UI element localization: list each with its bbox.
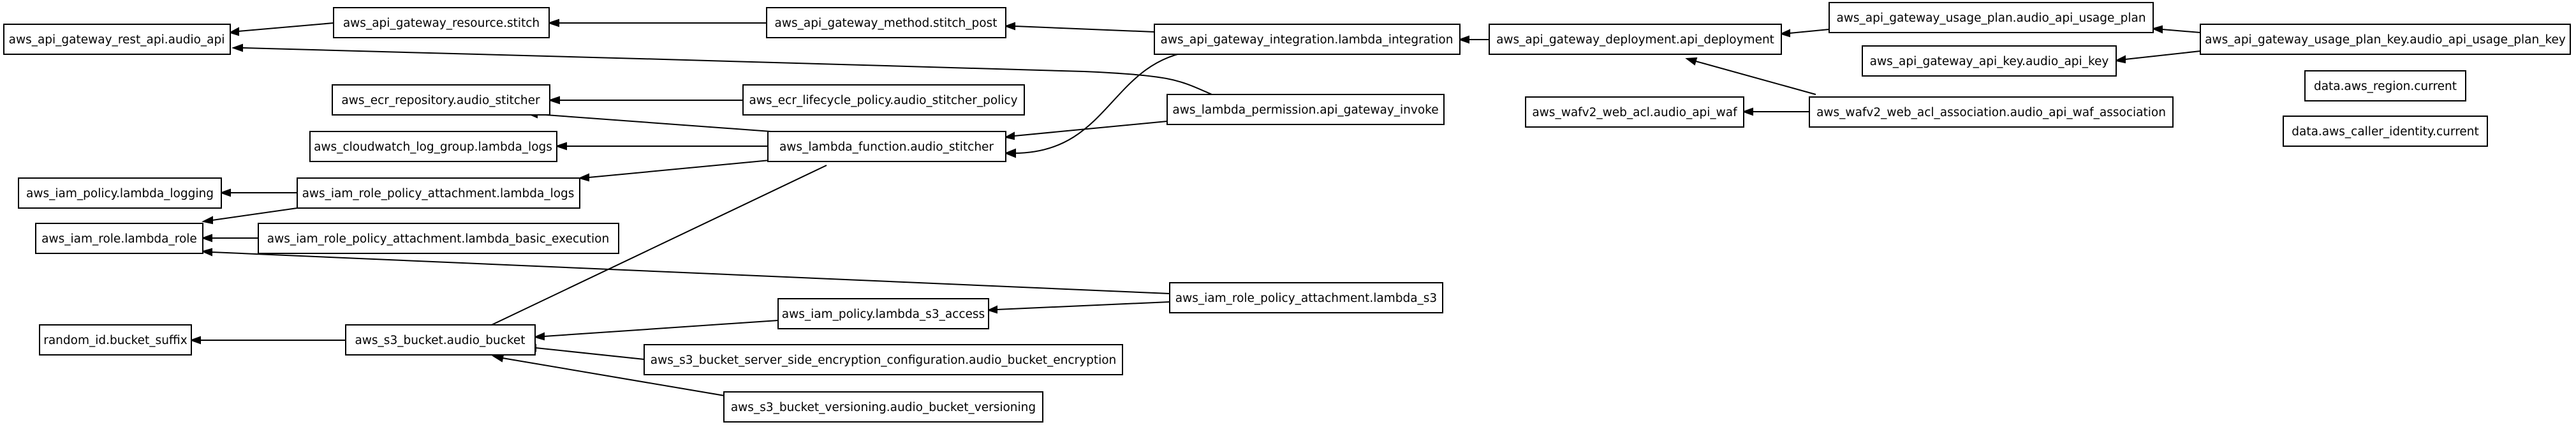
edge-s3-bucket-to-random-id xyxy=(189,336,346,345)
node-api-gateway-usage-plan-key: aws_api_gateway_usage_plan_key.audio_api… xyxy=(2200,24,2571,55)
node-api-gateway-method-label: aws_api_gateway_method.stitch_post xyxy=(775,17,997,30)
edge-lambda-permission-to-rest-api xyxy=(232,43,1212,95)
node-api-gateway-deployment-label: aws_api_gateway_deployment.api_deploymen… xyxy=(1496,33,1774,47)
node-data-aws-caller-identity: data.aws_caller_identity.current xyxy=(2283,116,2488,147)
node-wafv2-web-acl-association: aws_wafv2_web_acl_association.audio_api_… xyxy=(1809,96,2174,128)
node-lambda-permission-label: aws_lambda_permission.api_gateway_invoke xyxy=(1172,103,1438,117)
node-api-gateway-deployment: aws_api_gateway_deployment.api_deploymen… xyxy=(1489,24,1782,55)
node-api-gateway-usage-plan: aws_api_gateway_usage_plan.audio_api_usa… xyxy=(1829,2,2154,33)
node-cloudwatch-log-group-label: aws_cloudwatch_log_group.lambda_logs xyxy=(314,140,552,154)
node-s3-bucket-audio-bucket-label: aws_s3_bucket.audio_bucket xyxy=(355,334,525,347)
edge-role-policy-attachment-basic-to-role xyxy=(201,234,258,243)
edge-deployment-to-integration xyxy=(1458,35,1489,44)
node-api-gateway-resource: aws_api_gateway_resource.stitch xyxy=(333,7,550,38)
node-iam-policy-lambda-s3-access-label: aws_iam_policy.lambda_s3_access xyxy=(782,308,985,321)
node-api-gateway-usage-plan-label: aws_api_gateway_usage_plan.audio_api_usa… xyxy=(1836,11,2145,25)
edges xyxy=(189,19,2201,398)
node-iam-policy-lambda-logging-label: aws_iam_policy.lambda_logging xyxy=(26,187,214,200)
node-wafv2-web-acl-label: aws_wafv2_web_acl.audio_api_waf xyxy=(1532,106,1737,119)
node-s3-bucket-encryption-configuration: aws_s3_bucket_server_side_encryption_con… xyxy=(644,344,1123,375)
edge-resource-to-rest-api xyxy=(228,22,334,36)
node-data-aws-caller-identity-label: data.aws_caller_identity.current xyxy=(2292,125,2479,139)
node-api-gateway-resource-label: aws_api_gateway_resource.stitch xyxy=(343,17,540,30)
edge-role-policy-attachment-logs-to-logging-policy xyxy=(219,188,297,197)
node-s3-bucket-versioning: aws_s3_bucket_versioning.audio_bucket_ve… xyxy=(723,391,1043,423)
node-data-aws-region-label: data.aws_region.current xyxy=(2314,80,2457,93)
edge-s3-encryption-to-s3-bucket xyxy=(525,343,645,360)
node-api-gateway-api-key-label: aws_api_gateway_api_key.audio_api_key xyxy=(1870,55,2109,68)
edge-usage-plan-key-to-api-key xyxy=(2114,50,2201,64)
node-ecr-lifecycle-policy-label: aws_ecr_lifecycle_policy.audio_stitcher_… xyxy=(749,94,1017,107)
node-lambda-function-label: aws_lambda_function.audio_stitcher xyxy=(779,140,994,154)
node-iam-role-lambda-role-label: aws_iam_role.lambda_role xyxy=(41,232,197,246)
nodes: aws_api_gateway_rest_api.audio_api aws_a… xyxy=(3,2,2571,423)
node-iam-role-policy-attachment-basic-execution: aws_iam_role_policy_attachment.lambda_ba… xyxy=(258,223,619,254)
node-random-id-bucket-suffix: random_id.bucket_suffix xyxy=(39,324,192,356)
edge-role-policy-attachment-s3-to-s3-access-policy xyxy=(987,301,1170,314)
node-s3-bucket-versioning-label: aws_s3_bucket_versioning.audio_bucket_ve… xyxy=(731,401,1036,414)
node-data-aws-region: data.aws_region.current xyxy=(2304,70,2466,101)
node-s3-bucket-encryption-configuration-label: aws_s3_bucket_server_side_encryption_con… xyxy=(651,354,1117,367)
edge-s3-access-policy-to-s3-bucket xyxy=(533,320,779,341)
node-rest-api-label: aws_api_gateway_rest_api.audio_api xyxy=(9,33,225,47)
edge-waf-association-to-deployment xyxy=(1685,57,1816,95)
node-iam-role-policy-attachment-lambda-s3-label: aws_iam_role_policy_attachment.lambda_s3 xyxy=(1175,292,1437,305)
edge-usage-plan-key-to-usage-plan xyxy=(2151,25,2201,34)
node-rest-api: aws_api_gateway_rest_api.audio_api xyxy=(3,24,231,55)
node-random-id-bucket-suffix-label: random_id.bucket_suffix xyxy=(43,334,188,347)
node-ecr-repository-label: aws_ecr_repository.audio_stitcher xyxy=(341,94,540,107)
node-iam-policy-lambda-logging: aws_iam_policy.lambda_logging xyxy=(18,177,222,209)
node-api-gateway-integration: aws_api_gateway_integration.lambda_integ… xyxy=(1154,24,1461,55)
edge-usage-plan-to-deployment xyxy=(1779,29,1830,38)
node-api-gateway-integration-label: aws_api_gateway_integration.lambda_integ… xyxy=(1161,33,1454,47)
edge-role-policy-attachment-s3-to-role xyxy=(201,248,1170,294)
node-ecr-repository: aws_ecr_repository.audio_stitcher xyxy=(332,84,550,116)
node-lambda-function: aws_lambda_function.audio_stitcher xyxy=(767,131,1006,162)
edge-integration-to-lambda-function xyxy=(1004,50,1193,158)
edge-role-policy-attachment-logs-to-role xyxy=(202,207,298,225)
node-iam-role-policy-attachment-lambda-logs-label: aws_iam_role_policy_attachment.lambda_lo… xyxy=(302,187,575,200)
edge-lambda-function-to-log-group xyxy=(554,142,768,151)
node-iam-policy-lambda-s3-access: aws_iam_policy.lambda_s3_access xyxy=(777,298,989,329)
node-api-gateway-method: aws_api_gateway_method.stitch_post xyxy=(766,7,1006,38)
edge-waf-association-to-waf-acl xyxy=(1742,107,1809,116)
node-cloudwatch-log-group: aws_cloudwatch_log_group.lambda_logs xyxy=(309,131,557,162)
node-lambda-permission: aws_lambda_permission.api_gateway_invoke xyxy=(1167,94,1445,125)
edge-method-to-resource xyxy=(547,19,767,27)
node-wafv2-web-acl: aws_wafv2_web_acl.audio_api_waf xyxy=(1525,96,1744,128)
node-s3-bucket-audio-bucket: aws_s3_bucket.audio_bucket xyxy=(345,324,536,356)
node-api-gateway-usage-plan-key-label: aws_api_gateway_usage_plan_key.audio_api… xyxy=(2205,33,2566,47)
node-iam-role-policy-attachment-lambda-logs: aws_iam_role_policy_attachment.lambda_lo… xyxy=(297,177,580,209)
node-iam-role-policy-attachment-lambda-s3: aws_iam_role_policy_attachment.lambda_s3 xyxy=(1169,282,1443,313)
edge-ecr-lifecycle-to-ecr-repo xyxy=(547,96,743,105)
node-api-gateway-api-key: aws_api_gateway_api_key.audio_api_key xyxy=(1862,45,2117,77)
node-ecr-lifecycle-policy: aws_ecr_lifecycle_policy.audio_stitcher_… xyxy=(742,84,1025,116)
node-iam-role-policy-attachment-basic-execution-label: aws_iam_role_policy_attachment.lambda_ba… xyxy=(267,232,609,246)
edge-integration-to-method xyxy=(1004,22,1155,33)
node-iam-role-lambda-role: aws_iam_role.lambda_role xyxy=(35,223,203,254)
node-wafv2-web-acl-association-label: aws_wafv2_web_acl_association.audio_api_… xyxy=(1816,106,2166,119)
edge-lambda-permission-to-lambda-function xyxy=(1004,121,1168,140)
